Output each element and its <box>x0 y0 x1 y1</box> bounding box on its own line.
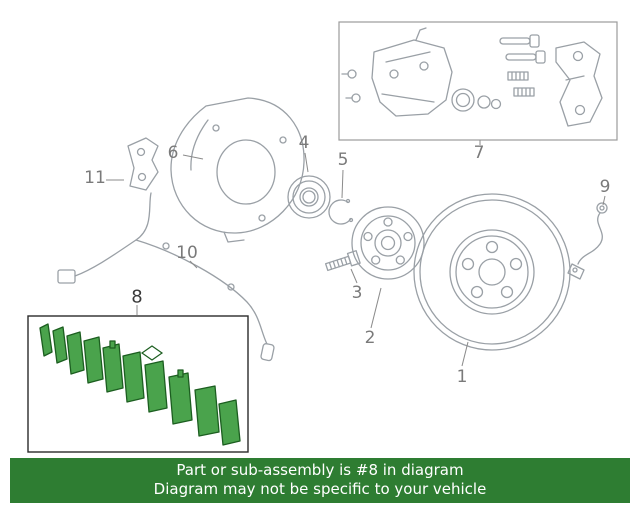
caliper-assembly-box-group <box>338 21 618 141</box>
callout-2: 2 <box>364 328 376 348</box>
callout-leader-lines <box>106 140 606 367</box>
abs-sensor-wire-drawing <box>57 192 275 362</box>
callout-6: 6 <box>167 143 179 163</box>
brake-rotor-drawing <box>413 193 571 351</box>
hub-drawing <box>351 206 425 280</box>
wheel-bearing-drawing <box>287 175 331 219</box>
brake-pads-drawing <box>39 323 241 446</box>
callout-7: 7 <box>473 143 485 163</box>
callout-4: 4 <box>298 133 310 153</box>
callout-11: 11 <box>84 168 106 188</box>
callout-5: 5 <box>337 150 349 170</box>
snap-ring-drawing <box>328 198 354 225</box>
wheel-stud-drawing <box>324 250 361 272</box>
abs-sensor-bracket-drawing <box>127 137 159 191</box>
callout-8: 8 <box>131 286 143 308</box>
callout-1: 1 <box>456 367 468 387</box>
info-banner: Part or sub-assembly is #8 in diagram Di… <box>10 458 630 503</box>
callout-10: 10 <box>176 243 198 263</box>
callout-3: 3 <box>351 283 363 303</box>
banner-line-1: Part or sub-assembly is #8 in diagram <box>176 461 464 479</box>
banner-line-2: Diagram may not be specific to your vehi… <box>153 480 487 498</box>
caliper-assembly-drawing <box>341 27 603 127</box>
callout-9: 9 <box>599 177 611 197</box>
caliper-assembly-box <box>338 21 618 141</box>
brake-hose-drawing <box>567 202 608 280</box>
dust-shield-drawing <box>170 97 305 243</box>
